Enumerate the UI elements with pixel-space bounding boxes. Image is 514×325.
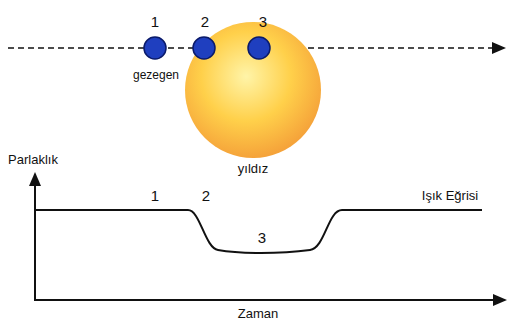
callout-number: 3: [258, 230, 266, 247]
curve-label: Işık Eğrisi: [422, 189, 478, 203]
arrow-head: [29, 172, 41, 186]
star-label: yıldız: [183, 20, 323, 176]
axis-label: Zaman: [238, 307, 278, 321]
callout-number: 3: [259, 14, 267, 31]
star: [185, 22, 321, 158]
callout-number: 1: [151, 188, 159, 205]
light-curve: [35, 210, 482, 253]
planet: [144, 37, 166, 59]
callout-number: 1: [151, 14, 159, 31]
star-outline: [183, 20, 323, 160]
y-axis: [34, 184, 36, 300]
callout-number: 2: [201, 14, 209, 31]
planet-label: gezegen: [133, 69, 179, 82]
star-body: yıldız: [183, 20, 323, 178]
arrow-head: [492, 42, 506, 54]
axis-label: Parlaklık: [8, 153, 58, 167]
callout-number: 2: [202, 188, 210, 205]
x-axis: [34, 299, 494, 301]
arrow-head: [493, 294, 507, 306]
